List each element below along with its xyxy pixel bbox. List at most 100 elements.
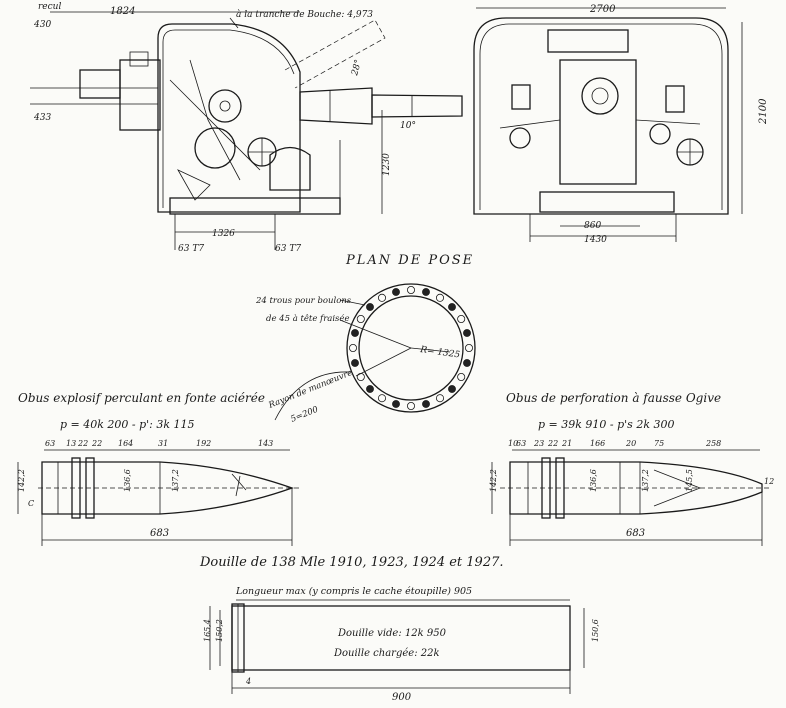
radius-label: Rayon de manœuvre [266,368,353,411]
exp-dim-band: 137,2 [171,469,180,492]
bolt-hole [435,394,444,403]
bolt-hole [356,372,365,381]
bolt-hole [392,288,400,296]
perf-dim-ogive: 145,5 [685,469,694,492]
casing-loaded-weight: Douille chargée: 22k [333,648,440,659]
perf-dim-4: 21 [561,439,572,448]
plan-de-pose-diagram [274,283,476,421]
bolt-hole [377,394,386,403]
exp-dim-5: 31 [158,439,168,448]
perf-dim-3: 22 [547,439,558,448]
bolt-hole [435,293,444,302]
perf-dim-0: 10 [508,439,518,448]
recul-label: recul [38,2,61,12]
exp-total: 683 [150,528,169,539]
ring-outer [346,283,476,413]
perforation-shell-drawing [491,449,770,546]
exp-dim-2: 22 [77,439,88,448]
barrel-chase [371,94,463,118]
bolt-hole [422,400,430,408]
shield-outline [157,23,301,213]
gun-side-view [30,11,463,250]
radius-value: 5=200 [289,405,320,425]
casing-dim-left-a: 165,4 [203,619,212,642]
holes-note-2: de 45 à tête fraisée [266,313,349,324]
bolt-hole [377,293,386,302]
front-shield-outline [473,17,729,215]
perf-total: 683 [626,528,645,539]
angle-10: 10° [400,121,416,131]
front-base [539,191,675,213]
front-base-860: 860 [584,221,601,231]
elevation-wheel [208,89,242,123]
casing-total: 900 [392,692,412,703]
bolt-hole [366,303,374,311]
muzzle-note: à la tranche de Bouche: 4,973 [236,9,373,20]
perf-dim-8: 258 [705,439,721,448]
casing-drawing [209,599,585,694]
exp-dim-c: C [28,499,34,508]
barrel-breech [299,87,373,125]
perforation-shell-weights: p = 39k 910 - p's 2k 300 [538,418,674,431]
foot-left: 63 T7 [178,244,204,254]
casing-length-note: Longueur max (y compris le cache étoupil… [235,586,472,597]
bolt-hole [463,329,471,337]
bolt-hole [463,359,471,367]
bolt-hole [392,400,400,408]
perf-dim-tip: 12 [764,477,774,486]
casing-dim-rim: 4 [245,677,251,686]
bolt-hole [457,314,466,323]
perf-dim-1: 63 [516,439,526,448]
holes-note: 24 trous pour boulons [255,296,352,306]
front-height-right: 2100 [758,98,769,125]
perf-dim-2: 23 [533,439,544,448]
bolt-hole [366,385,374,393]
bolt-hole [464,343,473,352]
bolt-hole [406,401,415,410]
bolt-hole [351,329,359,337]
perf-dim-body: 136,6 [589,469,598,492]
exp-dim-left: 142,2 [17,469,26,492]
front-width-top: 2700 [589,4,616,15]
recul-value: 430 [33,20,51,30]
bolt-hole [448,303,456,311]
casing-dim-left-b: 150,2 [215,619,224,642]
exp-dim-3: 22 [91,439,102,448]
bolt-hole-ring [348,285,473,410]
exp-dim-4: 164 [118,439,133,448]
perf-dim-band: 137,2 [641,469,650,492]
bolt-hole [351,359,359,367]
exp-dim-6: 192 [196,439,211,448]
radius-inner: R= 1325 [419,345,461,361]
perf-dim-5: 166 [590,439,605,448]
front-base-1430: 1430 [584,235,607,245]
casing-dim-right: 150,6 [591,619,600,642]
casing-title: Douille de 138 Mle 1910, 1923, 1924 et 1… [199,555,504,570]
side-length-top: 1824 [110,6,135,17]
bolt-hole [422,288,430,296]
height-1230: 1230 [382,153,392,176]
explosive-shell-title: Obus explosif perculant en fonte aciérée [18,391,265,405]
perf-dim-6: 20 [625,439,636,448]
bolt-hole [406,285,415,294]
ring-inner [358,295,464,401]
perforation-shell-title: Obus de perforation à fausse Ogive [506,391,721,405]
length-433: 433 [33,113,51,123]
foot-right: 63 T7 [275,244,301,254]
bolt-hole [457,372,466,381]
front-barrel-muzzle [581,77,619,115]
exp-dim-7: 143 [258,439,273,448]
perf-dim-7: 75 [654,439,664,448]
explosive-shell-weights: p = 40k 200 - p': 3k 115 [60,418,195,431]
bolt-hole [348,343,357,352]
exp-dim-1: 13 [66,439,76,448]
bolt-hole [356,314,365,323]
angle-28: 28° [350,59,364,78]
base-1326: 1326 [212,229,235,239]
explosive-shell-drawing [17,449,300,546]
plan-title: PLAN DE POSE [345,253,474,268]
gun-front-view [473,7,743,242]
casing-empty-weight: Douille vide: 12k 950 [337,628,447,639]
